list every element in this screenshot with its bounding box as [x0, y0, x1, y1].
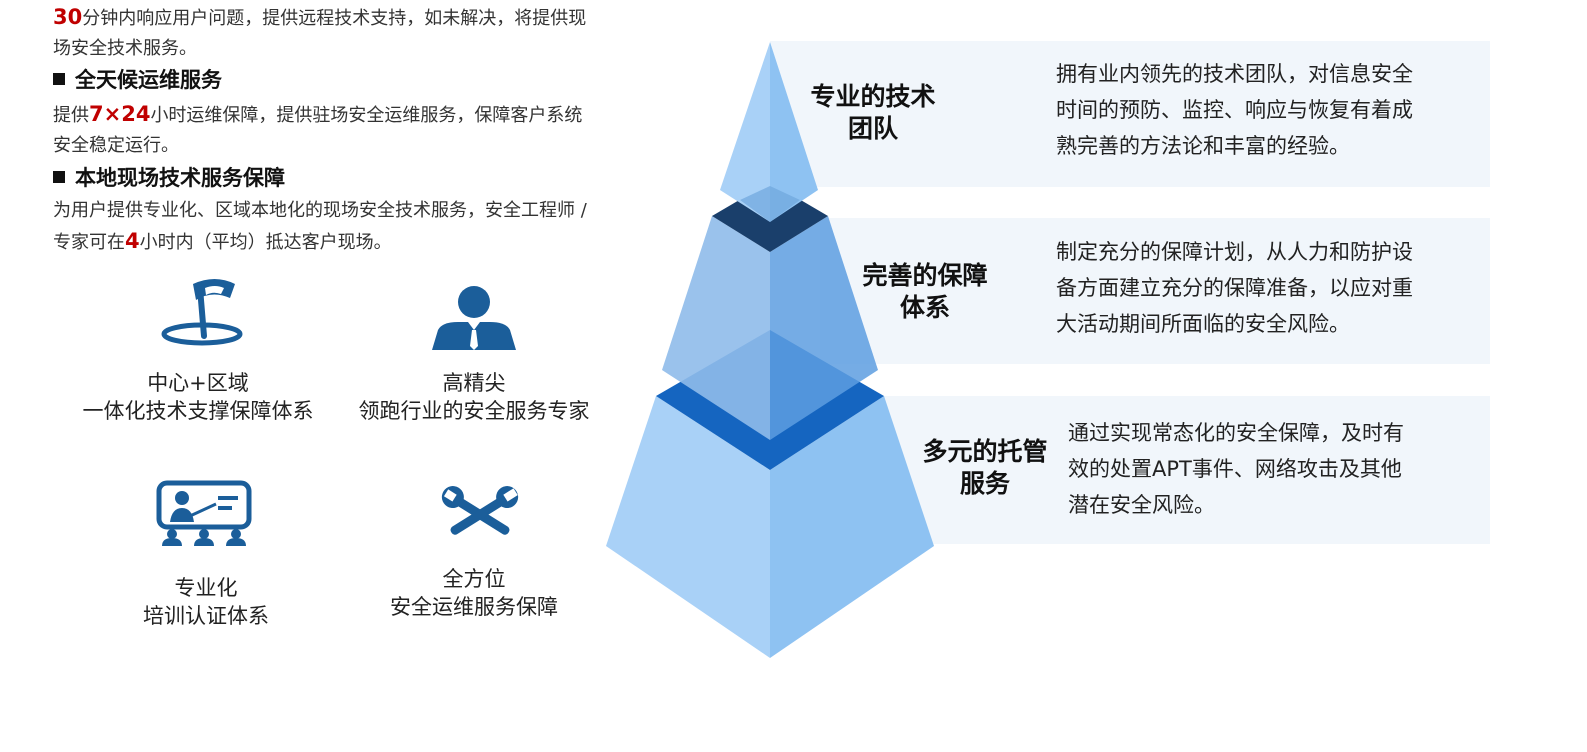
bullet-square-icon [53, 73, 65, 85]
presentation-icon [156, 480, 252, 546]
pyramid-middle-right-face [770, 216, 878, 440]
intro-line-2: 场安全技术服务。 [53, 38, 197, 59]
section-onsite-line-2: 专家可在4小时内（平均）抵达客户现场。 [53, 229, 392, 253]
tier-desc-system: 制定充分的保障计划，从人力和防护设 备方面建立充分的保障准备，以应对重 大活动期… [1056, 240, 1413, 336]
arrival-hours-highlight: 4 [125, 229, 140, 253]
section-heading-24x7: 全天候运维服务 [53, 66, 222, 94]
feature-caption-experts: 高精尖 领跑行业的安全服务专家 [358, 371, 590, 423]
feature-caption-training: 专业化 培训认证体系 [143, 576, 269, 628]
feature-caption-center-region: 中心+区域 一体化技术支撑保障体系 [82, 371, 314, 423]
tier-panel-system [820, 218, 1490, 364]
tier-title-system: 完善的保障 体系 [862, 261, 988, 322]
pyramid-top-left-face [720, 42, 770, 222]
flag-pin-icon [161, 279, 243, 346]
pyramid-top-right-face [770, 42, 818, 222]
tier-desc-managed: 通过实现常态化的安全保障，及时有 效的处置APT事件、网络攻击及其他 潜在安全风… [1068, 421, 1404, 517]
tier-desc-team: 拥有业内领先的技术团队，对信息安全 时间的预防、监控、响应与恢复有着成 熟完善的… [1056, 62, 1413, 158]
pyramid-bottom-right-face [770, 396, 934, 658]
person-icon [432, 286, 516, 350]
hours-highlight: 7×24 [89, 102, 151, 126]
section-heading-onsite: 本地现场技术服务保障 [53, 164, 285, 192]
tier-title-managed: 多元的托管 服务 [922, 437, 1048, 498]
tier-panel-managed [880, 396, 1490, 544]
response-minutes-highlight: 30 [53, 5, 83, 29]
section-24x7-line-1: 提供7×24小时运维保障，提供驻场安全运维服务，保障客户系统 [53, 102, 583, 126]
section-24x7-line-2: 安全稳定运行。 [53, 135, 179, 156]
pyramid-top-overlap [740, 186, 800, 222]
intro-line-1: 30分钟内响应用户问题，提供远程技术支持，如未解决，将提供现 [53, 5, 587, 29]
bullet-square-icon [53, 171, 65, 183]
pyramid-bottom-left-face [606, 396, 770, 658]
tier-title-team: 专业的技术 团队 [810, 82, 936, 143]
pyramid-diagram [606, 42, 934, 658]
tier-panel-team [770, 41, 1490, 187]
tools-icon [441, 486, 519, 535]
pyramid-middle-left-face [662, 216, 770, 440]
feature-caption-operations: 全方位 安全运维服务保障 [390, 567, 558, 619]
section-onsite-line-1: 为用户提供专业化、区域本地化的现场安全技术服务，安全工程师 / [53, 200, 587, 221]
